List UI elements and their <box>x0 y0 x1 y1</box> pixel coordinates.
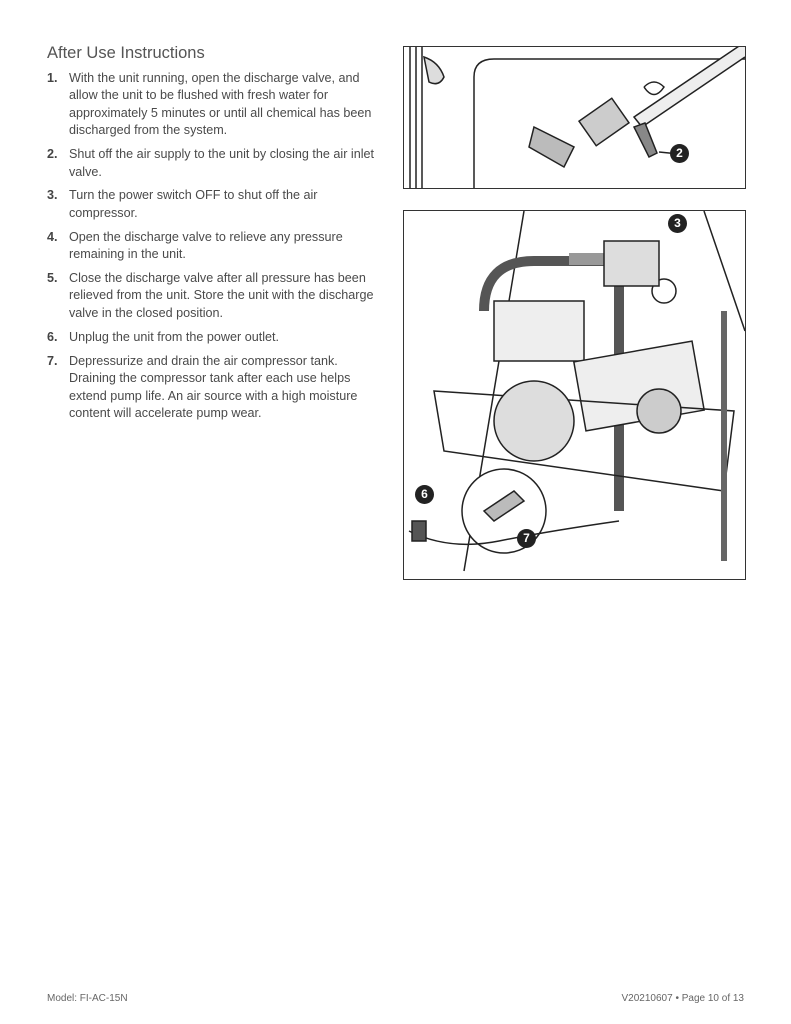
footer-model: Model: FI-AC-15N <box>47 993 128 1004</box>
step: 3. Turn the power switch OFF to shut off … <box>47 187 387 222</box>
step-text: Turn the power switch OFF to shut off th… <box>69 188 318 220</box>
step-text: Close the discharge valve after all pres… <box>69 271 374 320</box>
callout-6: 6 <box>415 485 434 504</box>
step: 4. Open the discharge valve to relieve an… <box>47 229 387 264</box>
callout-3: 3 <box>668 214 687 233</box>
step: 2. Shut off the air supply to the unit by… <box>47 146 387 181</box>
footer-page: V20210607 • Page 10 of 13 <box>621 993 745 1004</box>
callout-2: 2 <box>670 144 689 163</box>
step-text: Unplug the unit from the power outlet. <box>69 329 280 344</box>
step: 7. Depressurize and drain the air compres… <box>47 353 387 423</box>
step-number: 3. <box>47 188 58 203</box>
step-text: Shut off the air supply to the unit by c… <box>69 147 374 179</box>
step: 5. Close the discharge valve after all pr… <box>47 270 387 322</box>
step: 6. Unplug the unit from the power outlet. <box>47 329 387 346</box>
section-title: After Use Instructions <box>47 44 205 62</box>
instruction-list: 1. With the unit running, open the discha… <box>47 70 387 429</box>
compressor-illustration: 3 6 7 <box>403 210 746 580</box>
step-text: Depressurize and drain the air compresso… <box>69 353 358 420</box>
step-number: 5. <box>47 271 58 286</box>
step-text: With the unit running, open the discharg… <box>69 71 372 138</box>
callout-7: 7 <box>517 529 536 548</box>
step-text: Open the discharge valve to relieve any … <box>69 229 343 262</box>
discharge-valve-illustration: 2 <box>403 46 746 189</box>
step: 1. With the unit running, open the discha… <box>47 70 387 140</box>
step-number: 6. <box>47 329 58 344</box>
step-number: 2. <box>47 147 58 162</box>
step-number: 4. <box>47 229 58 244</box>
step-number: 7. <box>47 353 58 368</box>
step-number: 1. <box>47 71 58 85</box>
